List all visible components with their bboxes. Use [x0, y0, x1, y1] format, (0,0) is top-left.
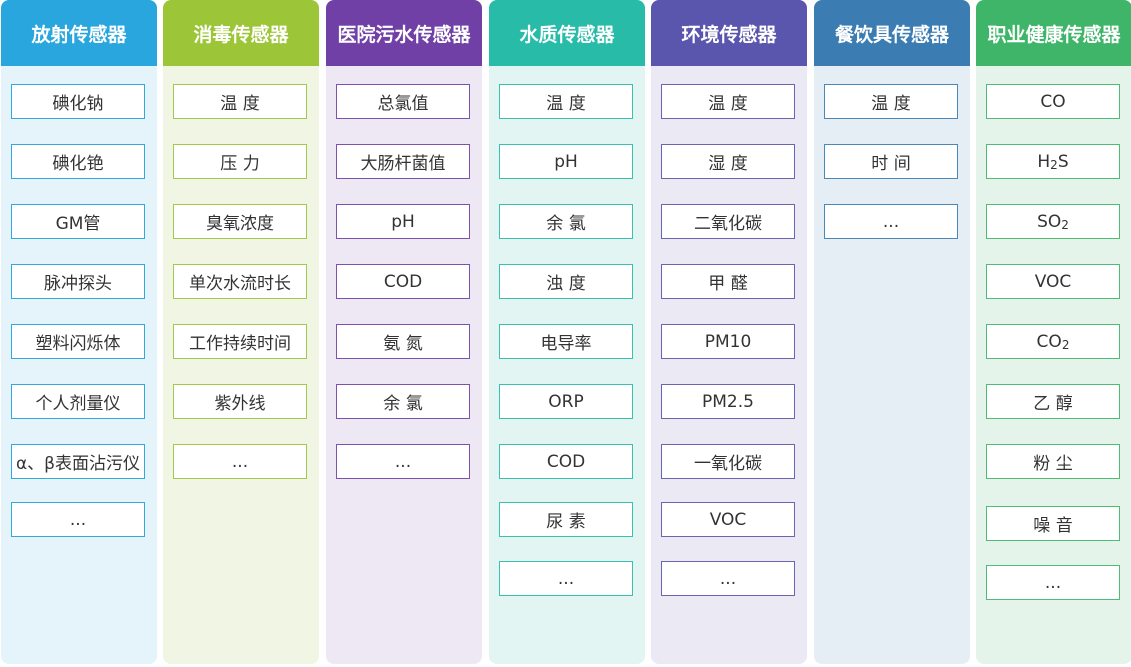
sensor-item: 温 度 — [661, 84, 795, 119]
sensor-item: 粉 尘 — [986, 444, 1120, 479]
sensor-item: 碘化铯 — [11, 144, 145, 179]
sensor-item: 噪 音 — [986, 506, 1120, 541]
sensor-item: 尿 素 — [499, 502, 633, 537]
sensor-column: 放射传感器碘化钠碘化铯 GM管脉冲探头塑料闪烁体个人剂量仪 α、β表面沾污仪... — [1, 0, 157, 664]
sensor-item: 乙 醇 — [986, 384, 1120, 419]
sensor-item: pH — [499, 144, 633, 179]
sensor-item: PM10 — [661, 324, 795, 359]
sensor-item: 时 间 — [824, 144, 958, 179]
sensor-item: ... — [173, 444, 307, 479]
sensor-item: 电导率 — [499, 324, 633, 359]
sensor-item: 紫外线 — [173, 384, 307, 419]
sensor-item: 压 力 — [173, 144, 307, 179]
sensor-item: 总氯值 — [336, 84, 470, 119]
sensor-column: 医院污水传感器总氯值大肠杆菌值 pH COD 氨 氮余 氯... — [326, 0, 482, 664]
sensor-item: α、β表面沾污仪 — [11, 444, 145, 479]
sensor-item: 温 度 — [499, 84, 633, 119]
sensor-item: 甲 醛 — [661, 264, 795, 299]
sensor-item: 单次水流时长 — [173, 264, 307, 299]
sensor-item: 湿 度 — [661, 144, 795, 179]
sensor-item: ... — [824, 204, 958, 239]
column-title: 职业健康传感器 — [976, 0, 1131, 66]
column-title: 消毒传感器 — [163, 0, 319, 66]
sensor-item: COD — [336, 264, 470, 299]
sensor-item: 浊 度 — [499, 264, 633, 299]
sensor-item: 氨 氮 — [336, 324, 470, 359]
sensor-item: ... — [661, 561, 795, 596]
sensor-column: 餐饮具传感器温 度时 间... — [814, 0, 970, 664]
sensor-column: 水质传感器温 度 pH 余 氯浊 度电导率 ORP COD 尿 素... — [489, 0, 645, 664]
sensor-item: 臭氧浓度 — [173, 204, 307, 239]
sensor-item: 余 氯 — [336, 384, 470, 419]
sensor-item: 碘化钠 — [11, 84, 145, 119]
sensor-item: ... — [336, 444, 470, 479]
sensor-item: CO — [986, 84, 1120, 119]
sensor-item: 温 度 — [824, 84, 958, 119]
sensor-item: 余 氯 — [499, 204, 633, 239]
sensor-item: COD — [499, 444, 633, 479]
sensor-item: ... — [11, 502, 145, 537]
sensor-item: 温 度 — [173, 84, 307, 119]
column-title: 放射传感器 — [1, 0, 157, 66]
sensor-item: ... — [986, 565, 1120, 600]
sensor-item: 塑料闪烁体 — [11, 324, 145, 359]
sensor-item: 一氧化碳 — [661, 444, 795, 479]
column-title: 医院污水传感器 — [326, 0, 482, 66]
sensor-item: ORP — [499, 384, 633, 419]
sensor-column: 消毒传感器温 度压 力臭氧浓度单次水流时长工作持续时间紫外线... — [163, 0, 319, 664]
sensor-item: pH — [336, 204, 470, 239]
sensor-item: VOC — [661, 502, 795, 537]
sensor-item: GM管 — [11, 204, 145, 239]
sensor-item: 脉冲探头 — [11, 264, 145, 299]
column-title: 水质传感器 — [489, 0, 645, 66]
sensor-item: 工作持续时间 — [173, 324, 307, 359]
sensor-item: 二氧化碳 — [661, 204, 795, 239]
sensor-item: VOC — [986, 264, 1120, 299]
column-title: 餐饮具传感器 — [814, 0, 970, 66]
sensor-item: ... — [499, 561, 633, 596]
column-title: 环境传感器 — [651, 0, 807, 66]
sensor-item: PM2.5 — [661, 384, 795, 419]
sensor-item: 大肠杆菌值 — [336, 144, 470, 179]
sensor-item: 个人剂量仪 — [11, 384, 145, 419]
